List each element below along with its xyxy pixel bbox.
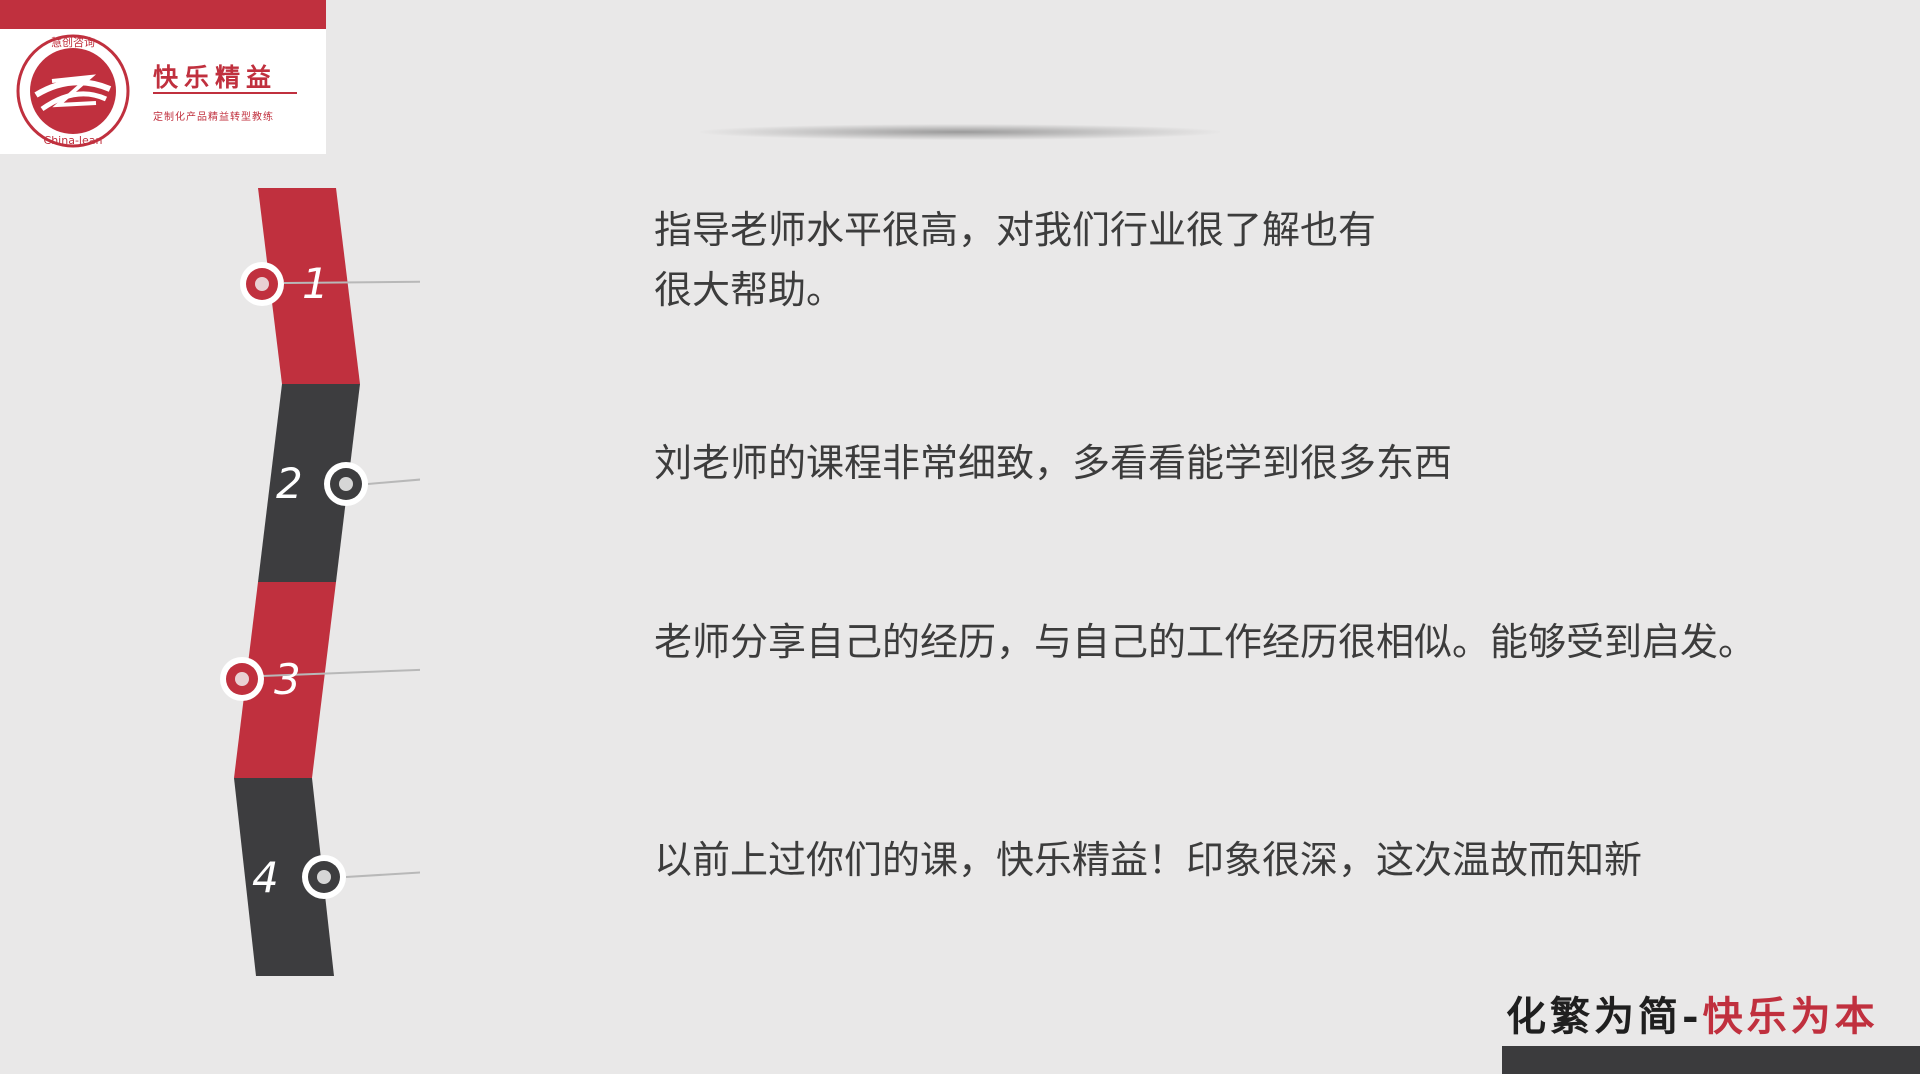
ribbon-segment-4 — [234, 778, 334, 976]
brand-divider — [153, 92, 297, 94]
item-text-3: 老师分享自己的经历，与自己的工作经历很相似。能够受到启发。 — [654, 612, 1756, 672]
item-number-1: 1 — [302, 259, 329, 308]
motto-separator: - — [1682, 993, 1703, 1040]
connector-line-3 — [261, 668, 420, 677]
connector-line-1 — [283, 280, 420, 284]
item-text-2-line-1: 刘老师的课程非常细致，多看看能学到很多东西 — [654, 441, 1453, 485]
item-number-2: 2 — [276, 459, 303, 508]
brand-name: 快乐精益 — [153, 63, 278, 92]
marker-4 — [302, 855, 346, 899]
item-text-2: 刘老师的课程非常细致，多看看能学到很多东西 — [654, 433, 1452, 493]
item-text-1-line-1: 指导老师水平很高，对我们行业很了解也有 — [654, 208, 1377, 252]
seal-text-top: 慧创咨询 — [51, 35, 95, 49]
china-lean-seal-logo: 慧创咨询 China-lean — [16, 34, 130, 148]
motto: 化繁为简-快乐为本 — [1506, 984, 1879, 1042]
item-text-3-line-1: 老师分享自己的经历，与自己的工作经历很相似。能够受到启发。 — [654, 620, 1757, 664]
motto-dark-part: 化繁为简 — [1506, 993, 1682, 1040]
connector-line-4 — [345, 871, 420, 878]
ribbon-segment-2 — [258, 384, 360, 582]
header-shadow-divider — [700, 124, 1220, 140]
motto-red-part: 快乐为本 — [1702, 993, 1879, 1040]
marker-3 — [220, 657, 264, 701]
connector-line-2 — [367, 478, 420, 485]
item-number-4: 4 — [252, 853, 279, 902]
marker-2 — [324, 462, 368, 506]
brand-slogan: 定制化产品精益转型教练 — [153, 112, 274, 123]
marker-1 — [240, 262, 284, 306]
logo-top-bar — [0, 0, 326, 29]
ribbon-segment-3 — [234, 582, 336, 778]
item-text-1: 指导老师水平很高，对我们行业很了解也有 很大帮助。 — [654, 200, 1376, 320]
item-text-1-line-2: 很大帮助。 — [654, 268, 845, 312]
item-text-4: 以前上过你们的课，快乐精益！印象很深，这次温故而知新 — [654, 830, 1642, 890]
item-number-3: 3 — [274, 655, 301, 704]
zigzag-ribbon: 1 2 3 4 — [220, 188, 420, 976]
logo-block: 慧创咨询 China-lean 快乐精益 定制化产品精益转型教练 — [0, 0, 326, 154]
seal-text-bottom: China-lean — [44, 134, 103, 147]
ribbon-segment-1 — [258, 188, 360, 384]
item-text-4-line-1: 以前上过你们的课，快乐精益！印象很深，这次温故而知新 — [654, 838, 1643, 882]
footer-bar — [1502, 1046, 1920, 1074]
